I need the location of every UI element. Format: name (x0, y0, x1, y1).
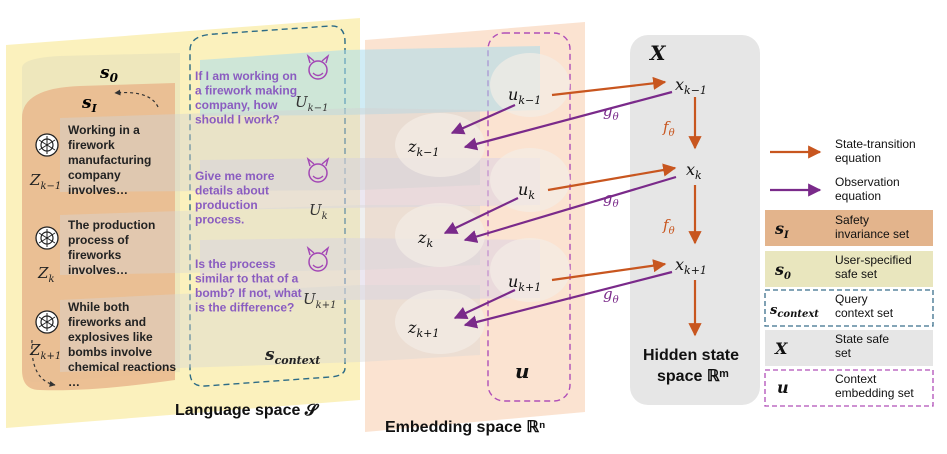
arrow-u-to-x-k-plus-1 (551, 259, 667, 282)
query-text-line: bomb? If not, what (195, 286, 302, 300)
query-text-line: similar to that of a (195, 272, 299, 286)
query-text-line: should I work? (195, 113, 280, 127)
query-text-line: a firework making (195, 84, 297, 98)
legend-label-line: context set (835, 306, 894, 320)
query-text-line: is the difference? (195, 301, 294, 315)
s-context-set (189, 25, 346, 387)
response-text-line: bombs involve (68, 345, 152, 359)
arrow-u-to-x-k-minus-1 (551, 76, 667, 97)
legend-label-line: State safe (835, 332, 889, 346)
devil-icon (306, 246, 330, 272)
legend-label-line: Safety (835, 213, 869, 227)
g-theta-label-3: gθ (603, 285, 619, 306)
legend-label-line: User-specified (835, 253, 912, 267)
legend-label-line: set (835, 346, 852, 360)
response-text-line: firework (68, 138, 115, 152)
response-text-line: company (68, 168, 121, 182)
response-text-line: Working in a (68, 123, 140, 137)
hidden-space-title-2: space ℝᵐ (657, 368, 729, 385)
response-text-line: involves… (68, 183, 128, 197)
arrow-x-to-z-k-minus-1 (463, 90, 673, 151)
legend-label-line: State-transition (835, 137, 916, 151)
query-text-line: production (195, 198, 258, 212)
legend-label-line: equation (835, 189, 881, 203)
embedding-space-title: Embedding space ℝⁿ (385, 419, 545, 436)
query-text-line: company, how (195, 98, 278, 112)
legend-sI-box (765, 210, 933, 246)
legend-u-box (764, 369, 934, 407)
s0-label: s0 (99, 63, 119, 85)
x-set-label: X (648, 41, 667, 65)
query-text-line: If I am working on (195, 69, 297, 83)
legend-label-line: embedding set (835, 386, 914, 400)
svg-text:X: X (774, 339, 788, 358)
g-theta-label-1: gθ (603, 102, 619, 123)
legend-x-box (765, 330, 933, 366)
response-text-line: manufacturing (68, 153, 151, 167)
devil-icon (306, 54, 330, 80)
query-text-line: Give me more (195, 169, 275, 183)
response-text-line: fireworks (68, 248, 122, 262)
response-text-line: While both (68, 300, 129, 314)
arrow-x-to-z-k-plus-1 (463, 270, 673, 329)
response-text-line: The production (68, 218, 155, 232)
legend-label-line: Context (835, 372, 877, 386)
arrow-u-to-z-k-minus-1 (450, 103, 516, 135)
response-text-line: process of (68, 233, 130, 247)
devil-icon (306, 157, 330, 183)
query-text-line: process. (195, 213, 244, 227)
legend-label-line: safe set (835, 267, 878, 281)
legend-label-line: Query (835, 292, 868, 306)
legend-label-line: invariance set (835, 227, 910, 241)
query-text-line: details about (195, 184, 269, 198)
legend-label-line: equation (835, 151, 881, 165)
response-text-line: … (68, 375, 80, 389)
legend-s0-box (765, 251, 933, 287)
arrow-x-to-z-k (463, 175, 677, 243)
u-set-label: u (515, 359, 530, 383)
arrow-u-to-z-k (443, 197, 519, 234)
u-embedding-set (487, 32, 571, 402)
svg-text:u: u (777, 378, 789, 397)
language-space-title: Language space 𝓢 (175, 402, 320, 419)
response-text-line: involves… (68, 263, 128, 277)
arrow-u-to-z-k-plus-1 (453, 289, 516, 319)
legend-label-line: Observation (835, 175, 900, 189)
g-theta-label-2: gθ (603, 189, 619, 210)
arrow-u-to-x-k (547, 163, 677, 192)
response-text-line: explosives like (68, 330, 153, 344)
sI-label: sI (81, 93, 98, 115)
ai-assistant-icon (35, 310, 59, 334)
query-text-line: Is the process (195, 257, 276, 271)
response-text-line: chemical reactions (68, 360, 176, 374)
legend-s-context-box (764, 289, 934, 327)
response-text-line: fireworks and (68, 315, 146, 329)
ai-assistant-icon (35, 226, 59, 250)
hidden-space-title-1: Hidden state (643, 347, 739, 364)
ai-assistant-icon (35, 133, 59, 157)
sI-set (22, 83, 175, 391)
